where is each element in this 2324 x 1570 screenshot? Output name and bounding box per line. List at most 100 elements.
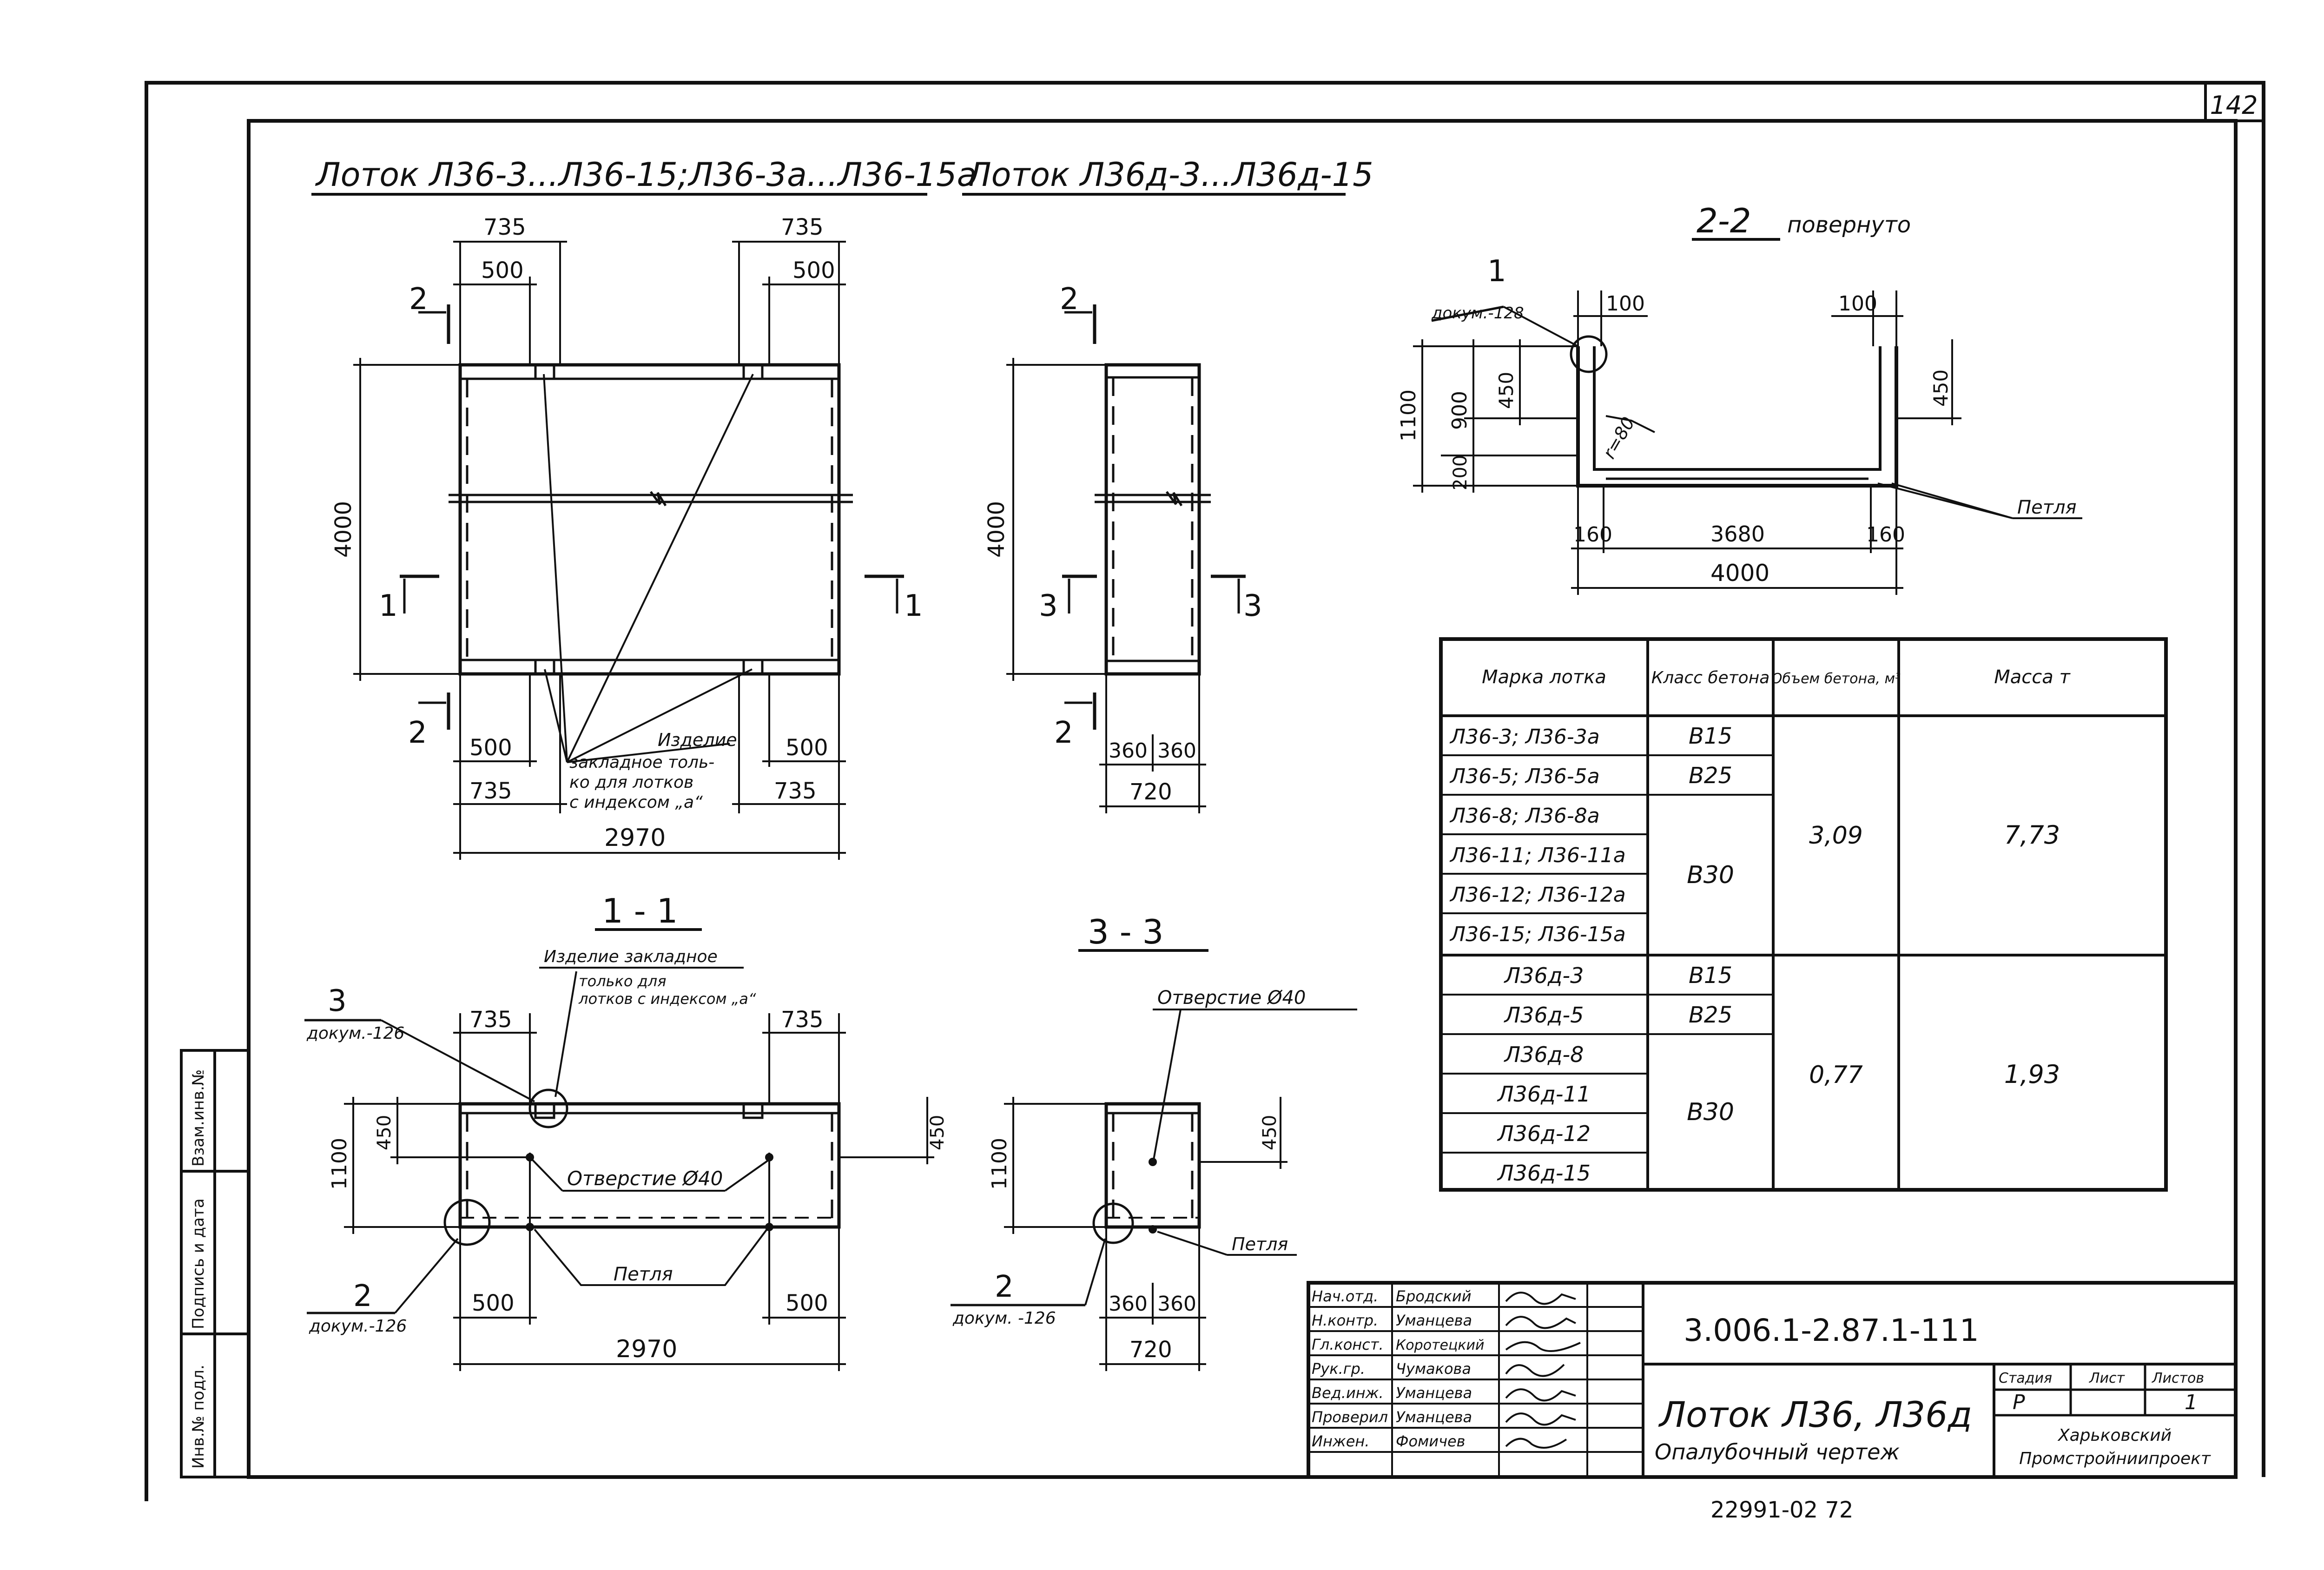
plan-dim-735-right: 735 xyxy=(781,214,824,240)
plan-note-line: с индексом „а“ xyxy=(569,793,703,812)
s11-callout-3-number: 3 xyxy=(328,984,347,1018)
table-concrete-class: B15 xyxy=(1689,963,1732,989)
plan-mark-2-bottom: 2 xyxy=(408,716,427,750)
s33-callout-2-doc: докум. -126 xyxy=(952,1309,1056,1328)
s33-dim-1100: 1100 xyxy=(988,1138,1011,1190)
stamp-name: Уманцева xyxy=(1396,1312,1472,1329)
s11-note-head: Изделие закладное xyxy=(544,947,718,966)
stamp-name: Бродский xyxy=(1396,1287,1471,1305)
s33-hole-label: Отверстие Ø40 xyxy=(1157,987,1306,1009)
table-concrete-class: B30 xyxy=(1687,861,1734,889)
plan-dim-500-left: 500 xyxy=(481,257,524,284)
callout-1-number: 1 xyxy=(1487,254,1506,289)
table-concrete-class: B15 xyxy=(1689,723,1732,749)
plan-dim-4000: 4000 xyxy=(330,501,357,558)
callout-1-doc: докум.-128 xyxy=(1431,304,1524,323)
bottom-number: 22991-02 72 xyxy=(1710,1497,1853,1523)
s22-dim-900: 900 xyxy=(1448,391,1472,430)
stamp-sheet-header: Лист xyxy=(2089,1370,2126,1386)
plan-dim-2970: 2970 xyxy=(604,824,666,852)
s11-dim-735-left: 735 xyxy=(469,1007,512,1033)
side-view: 4000 360 360 720 2 2 3 3 xyxy=(984,282,1262,813)
side-stamp-replace: Взам.инв.№ xyxy=(189,1069,208,1167)
sheet-frame: 142 xyxy=(145,81,2265,1501)
plan-note-line: закладное толь- xyxy=(569,753,714,772)
side-dim-720: 720 xyxy=(1129,779,1172,805)
plan-dim-500-right: 500 xyxy=(792,257,835,284)
s22-dim-160-left: 160 xyxy=(1573,523,1612,547)
stamp-name: Фомичев xyxy=(1396,1432,1466,1450)
title-block: Нач.отд. Н.контр. Гл.конст. Рук.гр. Вед.… xyxy=(1307,1281,2238,1479)
plan-mark-2-top: 2 xyxy=(409,282,428,317)
stamp-role: Инжен. xyxy=(1312,1432,1369,1450)
stamp-role: Проверил xyxy=(1312,1408,1388,1426)
table-concrete-class: B25 xyxy=(1689,763,1732,789)
stamp-name: Чумакова xyxy=(1396,1360,1471,1378)
s33-loop-label: Петля xyxy=(1232,1234,1288,1254)
stamp-doc-code: 3.006.1-2.87.1-111 xyxy=(1684,1313,1979,1348)
table-row-mark: Л36-12; Л36-12а xyxy=(1449,883,1626,907)
s11-hole-label: Отверстие Ø40 xyxy=(567,1167,723,1190)
s22-dim-450-right: 450 xyxy=(1929,369,1952,407)
side-stamp-sign: Подпись и дата xyxy=(189,1198,208,1329)
side-mark-2-bottom: 2 xyxy=(1054,716,1073,750)
side-mark-3-right: 3 xyxy=(1243,589,1262,623)
s22-radius: r=80 xyxy=(1599,414,1639,462)
s22-dim-160-right: 160 xyxy=(1866,523,1905,547)
s11-callout-3-doc: докум.-126 xyxy=(306,1024,404,1043)
s11-dim-1100: 1100 xyxy=(328,1138,351,1190)
side-mark-2-top: 2 xyxy=(1060,282,1079,317)
s11-dim-500-right: 500 xyxy=(786,1290,828,1316)
side-dim-360-right: 360 xyxy=(1157,739,1196,763)
stamp-stage-header: Стадия xyxy=(1999,1370,2052,1386)
table-volume: 0,77 xyxy=(1809,1061,1863,1089)
table-row-mark: Л36-8; Л36-8а xyxy=(1449,804,1600,828)
table-row-mark: Л36д-8 xyxy=(1504,1042,1584,1067)
table-row-mark: Л36д-11 xyxy=(1497,1082,1591,1107)
stamp-role: Вед.инж. xyxy=(1312,1384,1384,1402)
stamp-org-line: Промстройниипроект xyxy=(2019,1449,2211,1468)
section-1-1: 1 - 1 Изделие закладное только для лотко… xyxy=(304,891,948,1371)
plan-dim-735-bottom-right: 735 xyxy=(774,778,817,804)
stamp-stage: Р xyxy=(2013,1391,2025,1414)
section33-title: 3 - 3 xyxy=(1088,912,1163,951)
plan-dim-500-bottom-right: 500 xyxy=(786,735,828,761)
s11-callout-2-doc: докум.-126 xyxy=(309,1317,407,1336)
spec-table: Марка лотка Класс бетона Объем бетона, м… xyxy=(1439,637,2168,1192)
plan-mark-1-right: 1 xyxy=(904,589,923,623)
stamp-role: Н.контр. xyxy=(1312,1312,1378,1329)
s33-dim-360-right: 360 xyxy=(1157,1292,1196,1316)
s11-note-line: только для xyxy=(579,972,666,990)
table-row-mark: Л36-11; Л36-11а xyxy=(1449,844,1626,867)
s11-callout-2-number: 2 xyxy=(353,1279,372,1313)
s22-dim-3680: 3680 xyxy=(1710,521,1765,547)
stamp-name: Уманцева xyxy=(1396,1408,1472,1426)
plan-dim-735-left: 735 xyxy=(483,214,526,240)
s33-dim-450: 450 xyxy=(1259,1115,1281,1150)
s11-dim-735-right: 735 xyxy=(781,1007,824,1033)
plan-mark-1-left: 1 xyxy=(379,589,398,623)
table-concrete-class: B30 xyxy=(1687,1098,1734,1126)
plan-dim-500-bottom-left: 500 xyxy=(469,735,512,761)
table-row-mark: Л36-3; Л36-3а xyxy=(1449,725,1600,749)
s22-dim-4000: 4000 xyxy=(1710,560,1769,587)
s33-dim-360-left: 360 xyxy=(1109,1292,1148,1316)
stamp-role: Рук.гр. xyxy=(1312,1360,1365,1378)
s11-dim-2970: 2970 xyxy=(616,1335,677,1363)
section-2-2: 2-2 повернуто 1 докум.-128 100 100 1100 … xyxy=(1397,201,2082,595)
table-header: Марка лотка xyxy=(1482,666,1606,688)
side-stamp: Инв.№ подл. Подпись и дата Взам.инв.№ xyxy=(180,1049,250,1478)
table-header: Масса т xyxy=(1994,666,2071,688)
plan-note-line: ко для лотков xyxy=(569,773,693,792)
section22-title: 2-2 xyxy=(1697,201,1751,240)
s22-dim-1100: 1100 xyxy=(1397,389,1420,442)
s33-callout-2-number: 2 xyxy=(995,1270,1014,1304)
stamp-name: Коротецкий xyxy=(1396,1337,1485,1353)
table-mass: 1,93 xyxy=(2004,1060,2060,1089)
section11-title: 1 - 1 xyxy=(602,891,678,930)
stamp-sheets: 1 xyxy=(2185,1391,2198,1414)
s11-loop-label: Петля xyxy=(614,1264,673,1285)
table-header: Класс бетона xyxy=(1651,668,1770,687)
s22-dim-450-left: 450 xyxy=(1495,372,1518,409)
